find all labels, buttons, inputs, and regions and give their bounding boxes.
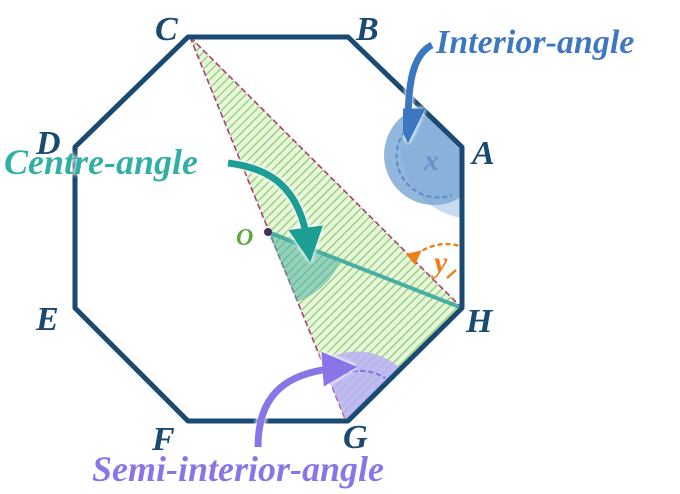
interior-angle-text: Interior-angle bbox=[435, 24, 634, 61]
centre-arrow bbox=[227, 159, 324, 263]
y-angle-arc bbox=[405, 242, 461, 266]
semi-interior-arrow bbox=[254, 351, 358, 448]
vertex-label-g: G bbox=[343, 419, 368, 456]
vertex-label-f: F bbox=[151, 421, 175, 458]
vertex-label-d: D bbox=[35, 125, 61, 162]
angle-x-label: x bbox=[423, 144, 439, 177]
angle-y-label: y bbox=[431, 246, 448, 279]
centre-point bbox=[264, 228, 272, 236]
vertex-label-a: A bbox=[470, 135, 495, 172]
octagon bbox=[72, 34, 465, 424]
vertex-label-h: H bbox=[465, 303, 494, 340]
vertex-label-b: B bbox=[355, 11, 379, 48]
semi-interior-angle-text: Semi-interior-angle bbox=[92, 449, 384, 489]
vertex-label-c: C bbox=[155, 11, 178, 48]
interior-arrow bbox=[390, 41, 434, 144]
centre-angle-sector bbox=[268, 232, 340, 302]
centre-angle-text: Centre-angle bbox=[4, 142, 198, 182]
centre-label-o: O bbox=[236, 225, 253, 251]
vertex-label-e: E bbox=[35, 301, 59, 338]
y-angle-tick bbox=[446, 269, 457, 279]
